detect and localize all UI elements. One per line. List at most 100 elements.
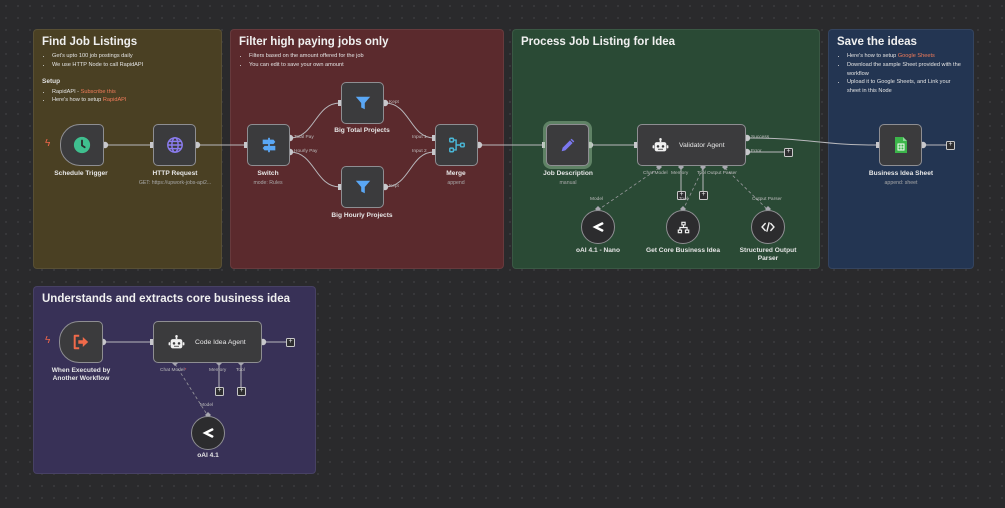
node-http-request[interactable] — [153, 124, 196, 166]
pencil-icon — [561, 138, 574, 152]
port-label-kept: Kept — [389, 184, 399, 189]
sticky-bullet: Filters based on the amount offered for … — [249, 52, 495, 61]
add-memory-plus-icon[interactable]: + — [215, 387, 224, 396]
node-oai-nano[interactable] — [581, 210, 615, 244]
sticky-bullet: Get's upto 100 job postings daily — [52, 52, 213, 61]
add-node-plus-icon[interactable]: + — [784, 148, 793, 157]
sticky-bullet: RapidAPI - Subscribe this — [52, 88, 213, 97]
port-label-tool: Tool — [697, 171, 706, 176]
sticky-extract-idea[interactable]: Understands and extracts core business i… — [33, 286, 316, 474]
port-label-tool: Tool — [236, 368, 245, 373]
sheets-icon — [894, 137, 907, 153]
port-label-output-parser: Output Parser — [707, 171, 737, 176]
port-label-model: Model — [590, 197, 604, 202]
robot-icon — [652, 137, 669, 151]
node-big-total-projects[interactable] — [341, 82, 384, 124]
node-label: oAI 4.1 — [197, 452, 219, 459]
text: Here's how to setup — [52, 97, 103, 104]
node-structured-output-parser[interactable] — [751, 210, 785, 244]
sticky-bullet: You can edit to save your own amount — [249, 61, 495, 70]
node-subtitle: append: sheet — [884, 180, 918, 186]
sticky-title: Find Job Listings — [42, 36, 138, 48]
node-switch[interactable] — [247, 124, 290, 166]
node-code-idea-agent[interactable]: Code Idea Agent — [153, 321, 262, 363]
code-icon — [761, 222, 775, 232]
signpost-icon — [262, 137, 275, 153]
node-label: Job Description — [543, 170, 593, 177]
port-label-error: Error — [751, 149, 762, 154]
add-memory-plus-icon[interactable]: + — [677, 191, 686, 200]
node-title: Validator Agent — [679, 141, 725, 149]
trigger-bolt-icon: ϟ — [45, 138, 51, 149]
clock-icon — [73, 136, 91, 154]
merge-icon — [448, 137, 465, 153]
node-subtitle: mode: Rules — [253, 180, 283, 186]
port-label-input-2: Input 2 — [412, 149, 427, 154]
rapidapi-link[interactable]: RapidAPI — [102, 97, 127, 104]
text: RapidAPI - — [52, 88, 81, 95]
globe-icon — [166, 137, 183, 153]
add-node-plus-icon[interactable]: + — [286, 338, 295, 347]
sitemap-icon — [677, 221, 689, 233]
node-get-core-business-idea[interactable] — [666, 210, 700, 244]
node-schedule-trigger[interactable] — [60, 124, 104, 166]
setup-heading: Setup — [42, 77, 61, 85]
trigger-bolt-icon: ϟ — [45, 335, 51, 346]
add-node-plus-icon[interactable]: + — [946, 141, 955, 150]
node-exec-trigger[interactable] — [59, 321, 103, 363]
port-label-input-1: Input 1 — [412, 135, 427, 140]
node-job-description[interactable] — [546, 124, 589, 166]
port-label-model: Model — [200, 403, 214, 408]
node-merge[interactable] — [435, 124, 478, 166]
node-oai-41[interactable] — [191, 416, 225, 450]
sticky-title: Process Job Listing for Idea — [521, 36, 676, 48]
port-label-chat-model: Chat Model* — [160, 368, 186, 373]
add-tool-plus-icon[interactable]: + — [237, 387, 246, 396]
node-subtitle: manual — [559, 180, 577, 186]
port-label-tool: Tool — [679, 197, 688, 202]
node-validator-agent[interactable]: Validator Agent — [637, 124, 746, 166]
text: Here's how to setup — [847, 53, 898, 59]
port-label-success: Success — [751, 135, 770, 140]
sign-in-icon — [73, 334, 89, 350]
port-label-output-parser: Output Parser — [752, 197, 782, 202]
sticky-title: Understands and extracts core business i… — [42, 293, 290, 305]
sticky-bullet: Upload it to Google Sheets, and Link you… — [847, 78, 965, 96]
node-title: Code Idea Agent — [195, 338, 246, 346]
node-big-hourly-projects[interactable] — [341, 166, 384, 208]
port-label-hourly-pay: Hourly Pay — [294, 149, 318, 154]
openai-icon — [202, 428, 214, 438]
add-tool-plus-icon[interactable]: + — [699, 191, 708, 200]
port-label-total-pay: Total Pay — [294, 135, 314, 140]
port-label-memory: Memory — [671, 171, 689, 176]
node-label: Big Hourly Projects — [331, 212, 393, 219]
robot-icon — [168, 334, 185, 348]
sticky-title: Save the ideas — [837, 36, 917, 48]
node-subtitle: append — [447, 180, 465, 186]
port-label-chat-model: Chat Model — [643, 171, 668, 176]
node-label: Schedule Trigger — [54, 170, 108, 177]
port-label-memory: Memory — [209, 368, 227, 373]
node-label: oAI 4.1 - Nano — [576, 247, 620, 254]
node-label: Business Idea Sheet — [868, 170, 934, 177]
node-label: When Executed by Another Workflow — [51, 367, 111, 382]
sticky-bullet: Download the sample Sheet provided with … — [847, 61, 965, 79]
filter-icon — [355, 180, 370, 194]
sticky-title: Filter high paying jobs only — [239, 36, 389, 48]
node-subtitle: GET: https://upwork-jobs-api2... — [138, 180, 212, 186]
port-label-kept: Kept — [389, 100, 399, 105]
sticky-bullet: Here's how to setup RapidAPI — [52, 96, 213, 105]
filter-icon — [355, 96, 370, 110]
sticky-bullet: Here's how to setup Google Sheets — [847, 52, 965, 61]
node-label: Merge — [446, 170, 466, 177]
node-label: Big Total Projects — [334, 127, 390, 134]
google-sheets-link[interactable]: Google Sheets — [897, 53, 935, 59]
subscribe-link[interactable]: Subscribe this — [80, 88, 116, 95]
sticky-bullet: We use HTTP Node to call RapidAPI — [52, 61, 213, 70]
required-marker: * — [184, 368, 187, 373]
text: Chat Model — [160, 368, 185, 373]
node-label: Switch — [257, 170, 279, 177]
openai-icon — [592, 222, 604, 232]
node-label: Get Core Business Idea — [645, 247, 721, 254]
node-business-idea-sheet[interactable] — [879, 124, 922, 166]
